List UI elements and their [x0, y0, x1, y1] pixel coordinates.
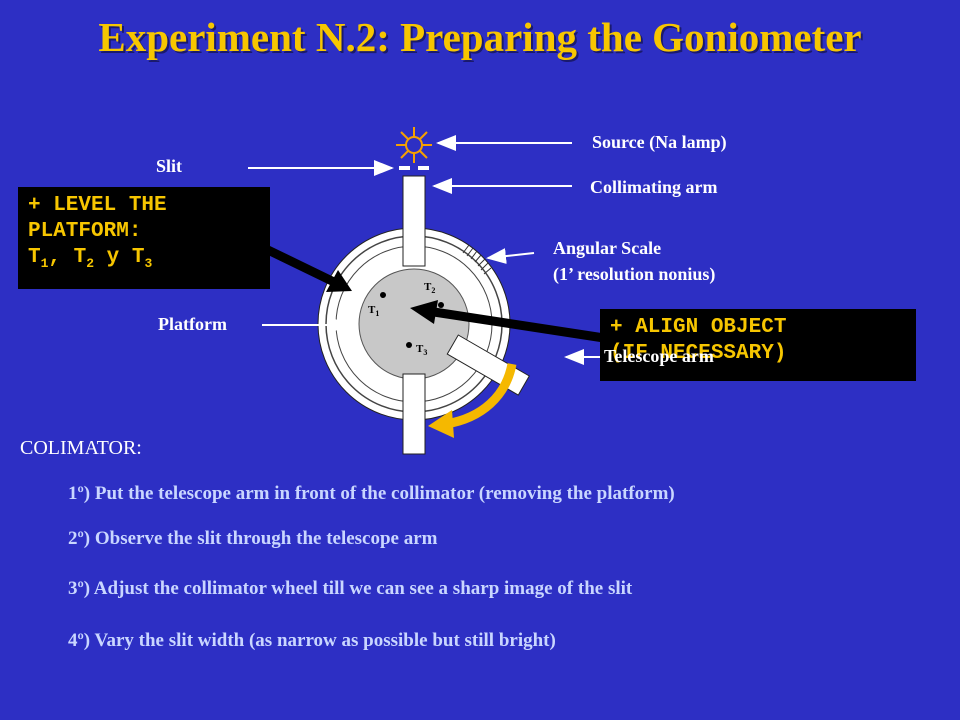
- angular-scale-pointer: [486, 248, 535, 265]
- platform-disk: [358, 268, 470, 380]
- slit-left: [399, 166, 410, 170]
- step-3: 3º) Adjust the collimator wheel till we …: [68, 578, 633, 599]
- colimator-heading: COLIMATOR:: [20, 437, 142, 459]
- collimating-arm-label: Collimating arm: [590, 177, 718, 197]
- level-box-line2: PLATFORM:: [28, 220, 142, 243]
- svg-text:T2: T2: [424, 281, 435, 295]
- step-2: 2º) Observe the slit through the telesco…: [68, 528, 438, 549]
- level-arrowhead: [326, 270, 352, 292]
- align-arrowhead: [410, 300, 438, 324]
- rotation-arrowhead: [428, 410, 454, 438]
- align-box-line1: + ALIGN OBJECT: [610, 316, 787, 339]
- angular-scale-resolution: (1’ resolution nonius): [553, 264, 716, 284]
- t3-label: T: [416, 343, 424, 355]
- page-title: Experiment N.2: Preparing the Goniometer: [98, 14, 862, 60]
- bottom-arm: [402, 373, 426, 455]
- svg-text:T3: T3: [416, 343, 427, 357]
- slit-label: Slit: [156, 156, 183, 176]
- align-object-box: + ALIGN OBJECT (IF NECESSARY): [600, 309, 916, 381]
- point-t2: [438, 302, 444, 308]
- align-box-line2: (IF NECESSARY): [610, 342, 787, 365]
- collimating-arm: [402, 175, 426, 267]
- level-box-line3: T1, T2 y T3: [28, 246, 153, 272]
- point-t3: [406, 342, 412, 348]
- t3-sub: 3: [423, 348, 427, 357]
- step-1: 1º) Put the telescope arm in front of th…: [68, 483, 675, 504]
- source-label: Source (Na lamp): [592, 132, 727, 152]
- level-platform-box: + LEVEL THE PLATFORM: T1, T2 y T3: [18, 187, 270, 289]
- rotation-arrow: [445, 363, 517, 429]
- t2-label: T: [424, 281, 432, 293]
- slit-right: [418, 166, 429, 170]
- level-arrow: [266, 245, 336, 287]
- align-arrow: [433, 307, 605, 343]
- t2-sub: 2: [431, 286, 435, 295]
- platform-label: Platform: [158, 314, 227, 334]
- telescope-arm-label: Telescope arm: [604, 346, 714, 366]
- angular-scale-hatch: [462, 244, 492, 275]
- step-4: 4º) Vary the slit width (as narrow as po…: [68, 630, 556, 651]
- level-box-line1: + LEVEL THE: [28, 194, 167, 217]
- t1-sub: 1: [375, 309, 379, 318]
- svg-text:T1: T1: [368, 304, 379, 318]
- t1-label: T: [368, 304, 376, 316]
- angular-scale-label: Angular Scale: [553, 238, 662, 258]
- point-t1: [380, 292, 386, 298]
